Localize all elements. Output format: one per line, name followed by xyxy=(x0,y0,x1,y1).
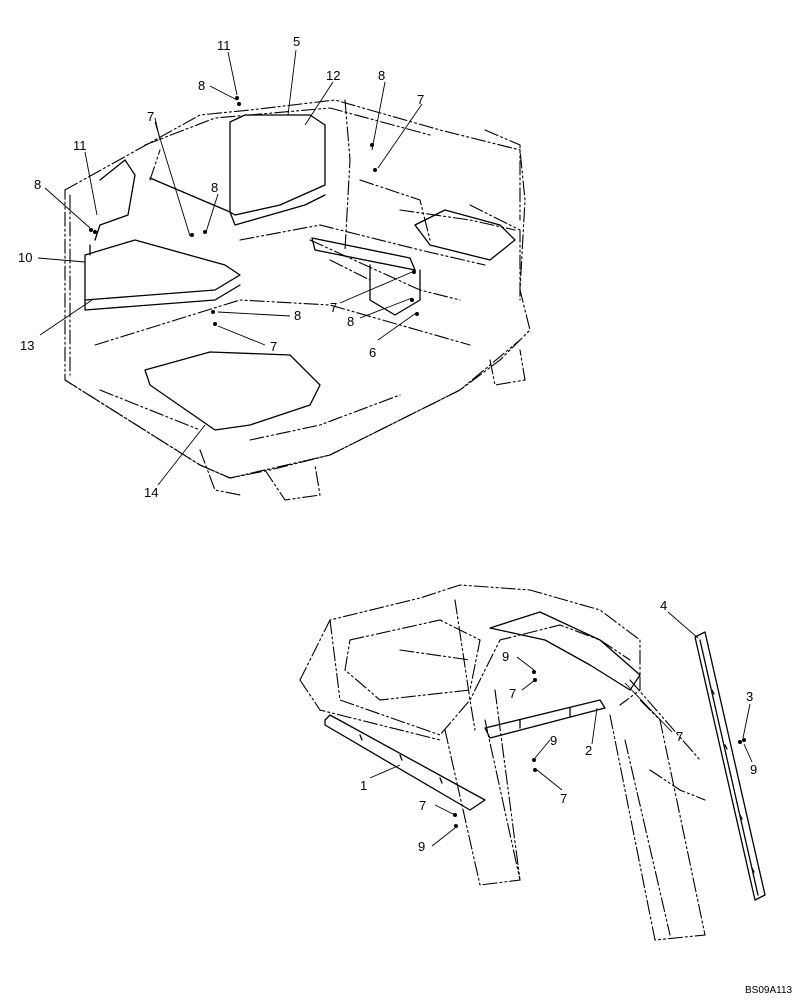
callout-label: 12 xyxy=(326,68,340,83)
callout-label: 11 xyxy=(217,38,231,53)
callout-label: 4 xyxy=(660,598,667,613)
callout-label: 10 xyxy=(18,250,32,265)
callout-label: 8 xyxy=(294,308,301,323)
lower-angle xyxy=(324,714,486,811)
callout-label: 7 xyxy=(509,686,516,701)
callout-label: 7 xyxy=(330,300,337,315)
callout-label: 11 xyxy=(73,138,87,153)
canopy-phantom-post-right xyxy=(609,699,706,941)
drawing-ref: BS09A113 xyxy=(745,985,793,996)
frame-phantom-cross xyxy=(239,179,516,301)
upper-leader-lines xyxy=(37,49,423,486)
lower-callouts: 4 9 7 3 7 2 9 9 1 7 7 9 xyxy=(360,598,757,854)
callout-label: 2 xyxy=(585,743,592,758)
cross-bracket xyxy=(484,699,606,739)
callout-label: 7 xyxy=(560,791,567,806)
callout-label: 7 xyxy=(270,339,277,354)
canopy-phantom-post-left xyxy=(444,599,521,886)
callout-label: 7 xyxy=(147,109,154,124)
left-panel-flange xyxy=(84,244,241,311)
floor-mat xyxy=(144,351,321,431)
frame-phantom-feet xyxy=(199,349,526,501)
upper-callouts: 11 5 12 8 8 7 11 7 8 8 10 7 8 13 8 6 7 1… xyxy=(18,34,424,500)
right-shelf xyxy=(414,209,516,261)
callout-label: 9 xyxy=(418,839,425,854)
callout-label: 8 xyxy=(211,180,218,195)
rear-panel xyxy=(229,114,326,216)
callout-label: 9 xyxy=(550,733,557,748)
callout-label: 5 xyxy=(293,34,300,49)
frame-phantom-floor xyxy=(94,299,471,441)
callout-label: 9 xyxy=(502,649,509,664)
lower-leader-lines xyxy=(369,611,753,847)
canopy-phantom-inner xyxy=(344,619,481,701)
frame-phantom-inner xyxy=(64,194,521,479)
callout-label: 3 xyxy=(746,689,753,704)
callout-label: 1 xyxy=(360,778,367,793)
channel-hole-marks xyxy=(711,689,755,873)
callout-label: 9 xyxy=(750,762,757,777)
vertical-channel xyxy=(694,631,766,901)
lower-hardware xyxy=(453,670,746,828)
canopy-phantom-side xyxy=(299,679,706,801)
upper-assembly: 11 5 12 8 8 7 11 7 8 8 10 7 8 13 8 6 7 1… xyxy=(18,34,531,501)
left-panel xyxy=(84,239,241,301)
callout-label: 7 xyxy=(676,729,683,744)
callout-label: 7 xyxy=(419,798,426,813)
callout-label: 8 xyxy=(347,314,354,329)
support-bar xyxy=(311,237,421,316)
lower-assembly: 4 9 7 3 7 2 9 9 1 7 7 9 xyxy=(299,584,766,941)
callout-label: 8 xyxy=(34,177,41,192)
callout-label: 7 xyxy=(417,92,424,107)
callout-label: 14 xyxy=(144,485,158,500)
rear-panel-flange xyxy=(149,177,326,226)
callout-label: 8 xyxy=(378,68,385,83)
callout-label: 13 xyxy=(20,338,34,353)
top-trim xyxy=(489,611,641,691)
frame-phantom-rear xyxy=(144,99,521,301)
frame-phantom-outline xyxy=(64,99,531,479)
left-bracket xyxy=(94,159,136,241)
callout-label: 8 xyxy=(198,78,205,93)
callout-label: 6 xyxy=(369,345,376,360)
